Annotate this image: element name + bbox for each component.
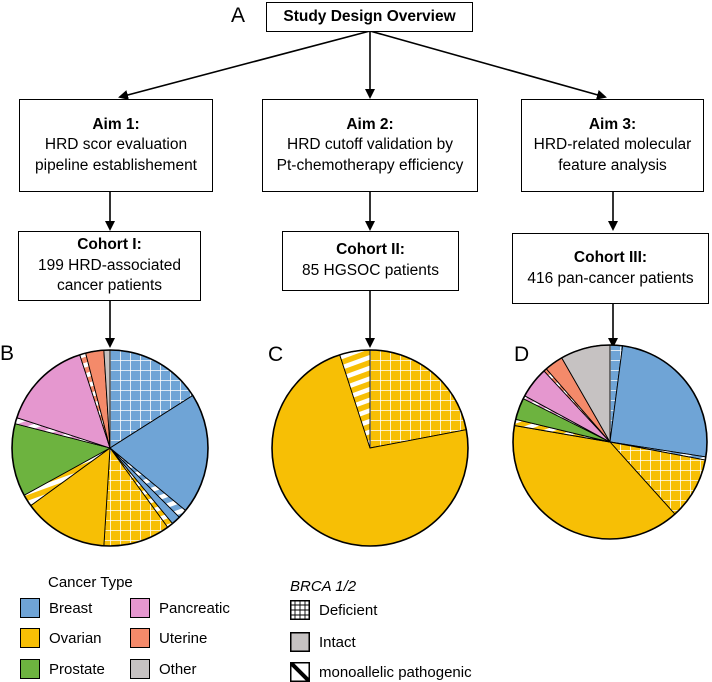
legend-item-monoallelic: monoallelic pathogenic [290,662,472,682]
other-swatch [130,659,150,679]
aim3-heading: Aim 3: [588,115,637,133]
cohort3-heading: Cohort III: [573,248,648,266]
legend-cancer-title: Cancer Type [48,574,133,591]
cohort2-heading: Cohort II: [336,241,405,259]
grid-pattern-icon [290,600,310,620]
panel-label-d: D [514,343,530,366]
solid-pattern-icon [290,632,310,652]
aim1-line1: HRD scor evaluation [44,136,188,154]
aim2-box: Aim 2: HRD cutoff validation by Pt-chemo… [262,99,478,192]
legend-item-ovarian: Ovarian [20,628,102,648]
arrow-title-to-aim3 [369,30,607,100]
aim2-heading: Aim 2: [346,115,394,133]
aim2-line1: HRD cutoff validation by [287,136,453,154]
legend-item-deficient: Deficient [290,600,377,620]
ovarian-swatch [20,628,40,648]
pie-chart-cohort2 [271,349,469,547]
aim1-heading: Aim 1: [92,115,140,133]
aim3-line1: HRD-related molecular [533,136,692,154]
legend-item-pancreatic: Pancreatic [130,598,230,618]
pie-d-slice-breast-intact [609,345,708,458]
diagonal-pattern-icon [290,662,310,682]
title-box: Study Design Overview [266,2,473,32]
cohort2-box: Cohort II: 85 HGSOC patients [282,231,459,291]
pie-chart-cohort1 [11,349,209,547]
arrow-title-to-aim1 [118,30,371,100]
cohort1-line1: 199 HRD-associated [37,256,181,274]
breast-swatch [20,598,40,618]
aim1-line2: pipeline establishement [35,156,197,174]
pie-c-outline [271,349,469,547]
cohort2-line1: 85 HGSOC patients [302,262,439,279]
aim3-box: Aim 3: HRD-related molecular feature ana… [521,99,704,192]
panel-label-a: A [231,4,246,27]
legend-item-prostate: Prostate [20,659,105,679]
pie-d-outline [512,344,708,540]
aim3-line2: feature analysis [558,156,667,174]
panel-label-c: C [268,343,284,366]
legend-item-intact: Intact [290,632,356,652]
pie-b-outline [11,349,209,547]
pie-chart-cohort3 [512,344,708,540]
diagram-title: Study Design Overview [283,7,456,25]
cohort3-box: Cohort III: 416 pan-cancer patients [512,233,709,304]
pancreatic-swatch [130,598,150,618]
legend-brca-title: BRCA 1/2 [290,578,357,595]
cohort1-heading: Cohort I: [77,236,142,254]
uterine-swatch [130,628,150,648]
legend-item-other: Other [130,659,197,679]
legend-item-breast: Breast [20,598,92,618]
aim1-box: Aim 1: HRD scor evaluation pipeline esta… [19,99,213,192]
cohort1-line2: cancer patients [56,277,163,295]
panel-label-b: B [0,342,15,365]
aim2-line2: Pt-chemotherapy efficiency [276,156,464,174]
prostate-swatch [20,659,40,679]
cohort3-line1: 416 pan-cancer patients [527,269,694,287]
legend-item-uterine: Uterine [130,628,207,648]
cohort1-box: Cohort I: 199 HRD-associated cancer pati… [18,231,201,301]
